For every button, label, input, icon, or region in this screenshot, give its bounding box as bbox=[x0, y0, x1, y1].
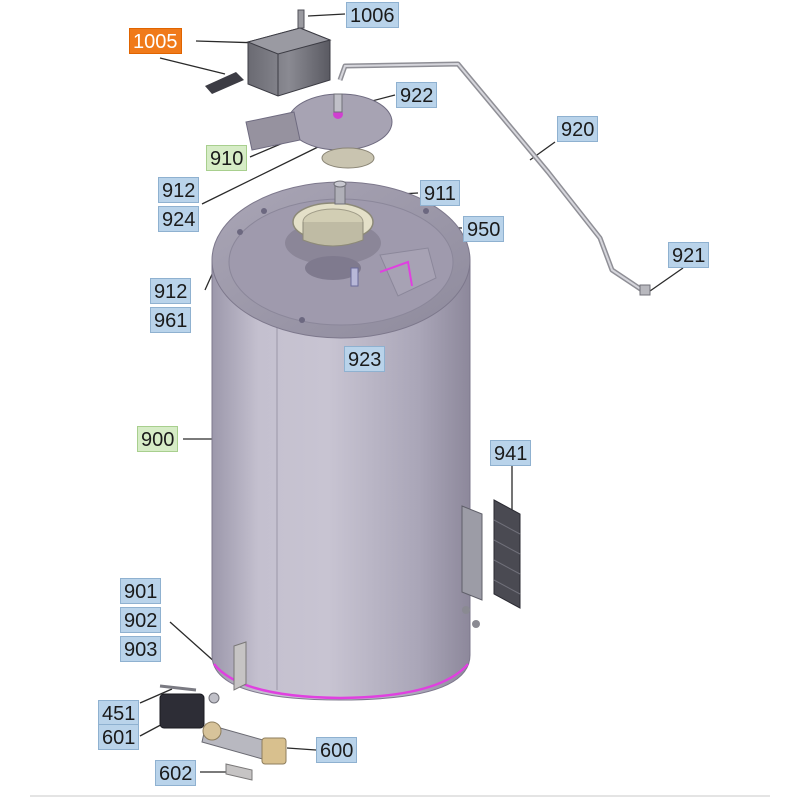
leader-912a bbox=[201, 146, 319, 205]
leader-921 bbox=[649, 267, 684, 292]
callout-1005[interactable]: 1005 bbox=[129, 28, 182, 54]
drain-valve-part bbox=[159, 684, 220, 729]
callout-902[interactable]: 902 bbox=[120, 607, 162, 633]
callout-950[interactable]: 950 bbox=[463, 216, 505, 242]
control-box-part bbox=[205, 9, 332, 97]
callout-921[interactable]: 921 bbox=[668, 242, 710, 268]
callout-601[interactable]: 601 bbox=[98, 724, 140, 750]
sensor-part bbox=[333, 180, 347, 205]
callout-941[interactable]: 941 bbox=[490, 440, 532, 466]
leader-600 bbox=[286, 747, 317, 751]
callout-912-top[interactable]: 912 bbox=[158, 177, 200, 203]
callout-451[interactable]: 451 bbox=[98, 700, 140, 726]
callout-900[interactable]: 900 bbox=[137, 426, 179, 452]
callout-602[interactable]: 602 bbox=[155, 760, 197, 786]
tank-body bbox=[211, 181, 471, 701]
leader-1006 bbox=[307, 13, 346, 17]
callout-961[interactable]: 961 bbox=[150, 307, 192, 333]
callout-600[interactable]: 600 bbox=[316, 737, 358, 763]
callout-901[interactable]: 901 bbox=[120, 578, 162, 604]
bracket-part bbox=[233, 641, 247, 691]
inlet-ring-part bbox=[292, 202, 374, 247]
callout-923[interactable]: 923 bbox=[344, 346, 386, 372]
callout-922[interactable]: 922 bbox=[396, 82, 438, 108]
heat-exchanger-part bbox=[461, 499, 521, 628]
callout-910[interactable]: 910 bbox=[206, 145, 248, 171]
mounting-plate-part bbox=[245, 93, 393, 169]
gas-pipe-part bbox=[337, 61, 651, 296]
bottom-divider bbox=[30, 795, 770, 797]
drain-fitting-part bbox=[201, 721, 287, 781]
leader-451 bbox=[139, 688, 173, 704]
probe-part bbox=[350, 267, 359, 287]
leader-1005b bbox=[159, 57, 226, 75]
callout-903[interactable]: 903 bbox=[120, 636, 162, 662]
callout-920[interactable]: 920 bbox=[557, 116, 599, 142]
callout-911[interactable]: 911 bbox=[420, 180, 460, 206]
callout-912-mid[interactable]: 912 bbox=[150, 278, 192, 304]
callout-924[interactable]: 924 bbox=[158, 206, 200, 232]
callout-1006[interactable]: 1006 bbox=[346, 2, 399, 28]
